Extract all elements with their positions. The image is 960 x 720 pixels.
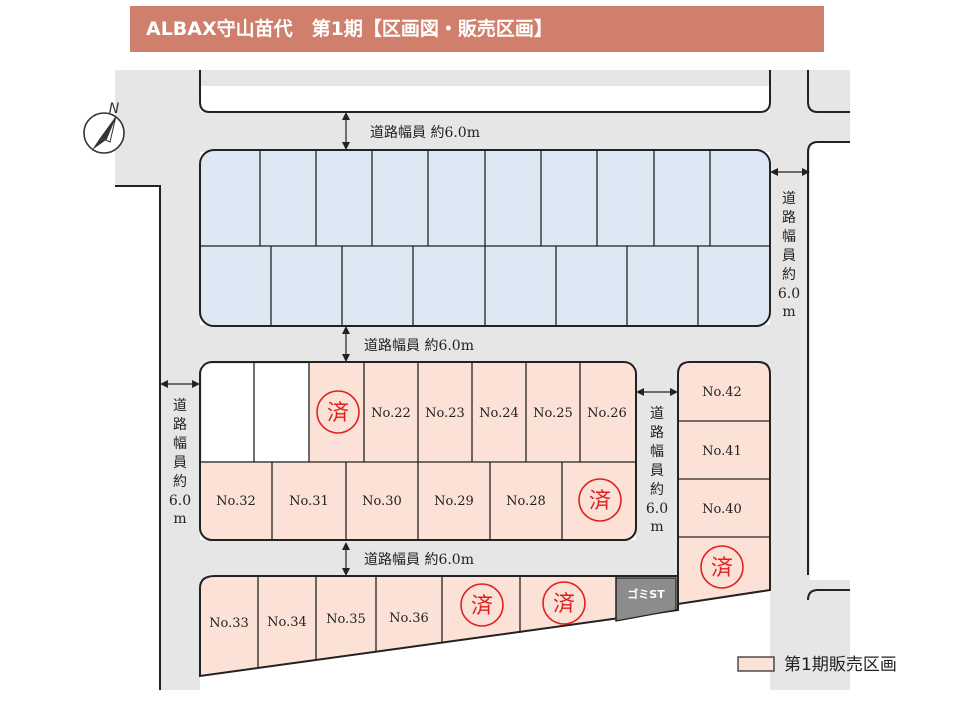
road-label-right-vertical: 道 路 幅 員 約 6.0 m [778,191,800,320]
legend: 第1期販売区画 [737,655,897,675]
road-network [115,70,850,690]
gomi-station-label: ゴミST [627,587,665,601]
legend-swatch [737,656,775,672]
lot-no30-label: No.30 [362,494,402,509]
road-label-top: 道路幅員 約6.0m [370,125,480,141]
north-label: N [109,101,120,117]
upper-block-dividers [200,150,770,326]
svg-text:幅: 幅 [173,436,187,452]
road-edges [115,70,850,690]
svg-text:6.0: 6.0 [778,286,800,302]
bottom-block-dividers [257,576,617,668]
svg-text:道: 道 [650,406,664,422]
road-label-mid-vertical: 道 路 幅 員 約 6.0 m [646,406,668,535]
svg-text:幅: 幅 [782,229,796,245]
right-block-outline [677,361,771,606]
right-block: No.42 No.41 No.40 [677,361,771,606]
svg-text:済: 済 [471,594,493,619]
sold-stamp: 済 [542,581,586,625]
svg-text:済: 済 [327,401,349,426]
svg-text:道: 道 [782,191,796,207]
lot-no26-label: No.26 [587,406,627,421]
lot-no33-label: No.33 [209,616,249,631]
road-arrow-right [770,168,810,176]
road-arrow-top [342,112,350,150]
road-left-vertical [160,70,200,690]
lot-no25-label: No.25 [533,406,573,421]
sold-stamp: 済 [578,478,622,522]
lot-no36-label: No.36 [389,611,429,626]
road-upper-band [160,112,810,152]
road-label-middle: 道路幅員 約6.0m [364,338,474,354]
road-arrow-lower [342,542,350,576]
svg-text:約: 約 [650,482,664,498]
road-bottom-strip [160,590,200,690]
svg-text:済: 済 [553,592,575,617]
svg-text:路: 路 [782,210,796,226]
road-arrow-middle [342,326,350,362]
road-arrow-left [160,380,200,388]
svg-text:員: 員 [782,248,796,264]
svg-text:約: 約 [782,267,796,283]
upper-block [199,149,771,327]
lot-no35-label: No.35 [326,612,366,627]
svg-text:道: 道 [173,398,187,414]
lot-no29-label: No.29 [434,494,474,509]
bottom-block: No.33 No.34 No.35 No.36 ゴミST [199,575,679,678]
north-compass-icon: N [83,101,125,154]
road-right-upper-stub [770,70,850,142]
sold-stamp: 済 [316,390,360,434]
svg-text:路: 路 [650,425,664,441]
svg-text:済: 済 [711,556,733,581]
lot-no22-label: No.22 [371,406,411,421]
lot-unnumbered-1 [202,364,254,461]
svg-text:6.0: 6.0 [169,493,191,509]
svg-text:m: m [650,519,663,535]
road-label-lower: 道路幅員 約6.0m [364,552,474,568]
svg-text:幅: 幅 [650,444,664,460]
lot-no42-label: No.42 [702,385,742,400]
lot-no28-label: No.28 [506,494,546,509]
lot-no24-label: No.24 [479,406,519,421]
page-title: ALBAX守山苗代 第1期【区画図・販売区画】 [130,6,824,52]
road-top-horizontal [115,70,850,86]
lot-no34-label: No.34 [267,615,307,630]
svg-text:済: 済 [589,489,611,514]
svg-text:約: 約 [173,474,187,490]
svg-text:m: m [173,511,186,527]
lot-no31-label: No.31 [289,494,329,509]
lot-no40-label: No.40 [702,502,742,517]
bottom-block-outline [199,575,679,678]
svg-text:m: m [782,304,795,320]
lot-no23-label: No.23 [425,406,465,421]
road-width-markers [160,112,810,576]
right-block-dividers [678,420,770,538]
sold-stamp: 済 [460,583,504,627]
svg-text:員: 員 [173,455,187,471]
lot-no32-label: No.32 [216,494,256,509]
road-arrow-mid [636,388,678,396]
svg-text:員: 員 [650,463,664,479]
lot-no41-label: No.41 [702,444,742,459]
sold-stamps: 済 済 済 済 済 [316,390,744,627]
svg-text:6.0: 6.0 [646,501,668,517]
road-label-left-vertical: 道 路 幅 員 約 6.0 m [169,398,191,527]
middle-block-dividers [200,362,636,540]
sold-stamp: 済 [700,545,744,589]
road-middle-band [160,325,810,365]
lot-unnumbered-2 [254,364,309,461]
legend-label: 第1期販売区画 [784,655,897,675]
middle-block: No.22 No.23 No.24 No.25 No.26 No.32 No.3… [199,361,637,541]
svg-text:路: 路 [173,417,187,433]
road-right-lower-stub [770,580,850,690]
